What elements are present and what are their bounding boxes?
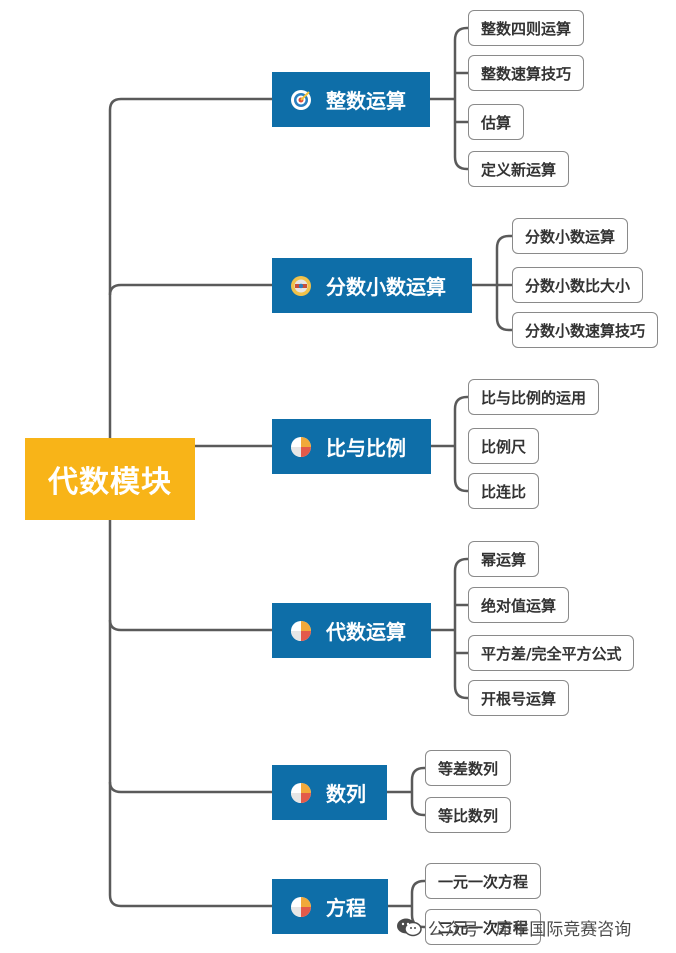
leaf-node: 分数小数比大小 [512,267,644,303]
leaf-node: 等比数列 [425,797,512,833]
wechat-icon [397,918,422,937]
leaf-node: 估算 [468,104,525,140]
pie-chart-icon [290,782,312,804]
leaf-node: 整数四则运算 [468,10,585,46]
branch-node-equations: 方程 [272,879,388,934]
leaf-node: 一元一次方程 [425,863,542,899]
branch-label: 比与比例 [326,436,406,460]
leaf-node: 比例尺 [468,428,540,464]
branch-node-sequences: 数列 [272,765,387,820]
leaf-node: 二元一次方程 [425,909,542,945]
leaf-node: 整数速算技巧 [468,55,585,91]
pie-chart-icon [290,896,312,918]
pie-chart-icon [290,620,312,642]
leaf-node: 开根号运算 [468,680,570,716]
leaf-node: 等差数列 [425,750,512,786]
branch-label: 分数小数运算 [326,275,446,299]
branch-node-algebraic-operations: 代数运算 [272,603,431,658]
root-node: 代数模块 [25,438,195,520]
branch-label: 代数运算 [326,620,406,644]
watermark: 公众号 · 犀牛国际竞赛咨询 [396,910,631,944]
leaf-node: 比与比例的运用 [468,379,600,415]
target-icon [290,89,312,111]
leaf-node: 定义新运算 [468,151,570,187]
leaf-node: 分数小数速算技巧 [512,312,659,348]
leaf-node: 平方差/完全平方公式 [468,635,635,671]
leaf-node: 幂运算 [468,541,540,577]
branch-label: 方程 [326,896,366,920]
pie-chart-icon [290,436,312,458]
badge-icon [290,275,312,297]
branch-label: 整数运算 [326,89,406,113]
leaf-node: 绝对值运算 [468,587,570,623]
leaf-node: 分数小数运算 [512,218,629,254]
branch-node-ratio-and-proportion: 比与比例 [272,419,431,474]
branch-node-integer-operations: 整数运算 [272,72,430,127]
leaf-node: 比连比 [468,473,540,509]
watermark-text: 公众号 · 犀牛国际竞赛咨询 [428,919,632,940]
branch-label: 数列 [326,782,366,806]
branch-node-fraction-decimal-operations: 分数小数运算 [272,258,472,313]
